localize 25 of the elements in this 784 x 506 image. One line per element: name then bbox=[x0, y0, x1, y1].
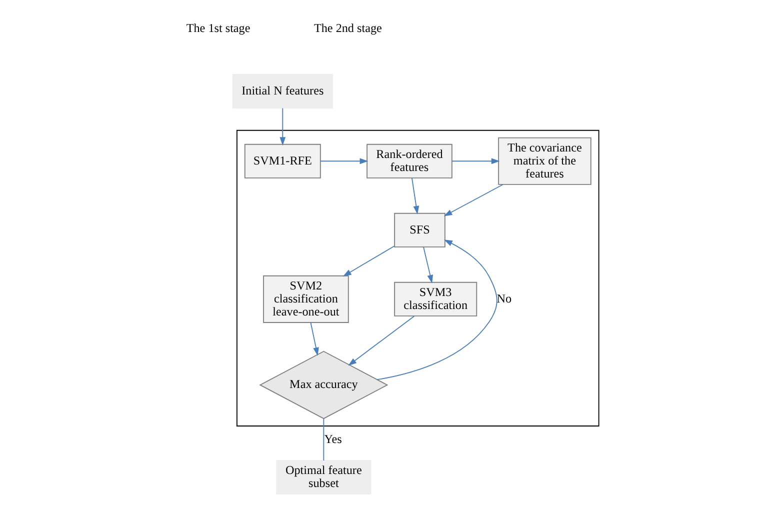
arrow bbox=[452, 158, 500, 164]
arrow bbox=[310, 322, 319, 356]
node-box: SVM2 classification leave-one-out bbox=[263, 275, 349, 323]
node-box: SVM3 classification bbox=[394, 282, 478, 316]
edge-label: Yes bbox=[324, 432, 342, 446]
label: The 2nd stage bbox=[314, 20, 382, 35]
node-box: The covariance matrix of the features bbox=[498, 137, 592, 185]
node-diamond: Max accuracy bbox=[259, 350, 388, 420]
node-box: Optimal feature subset bbox=[276, 460, 372, 495]
node-box: Initial N features bbox=[232, 74, 334, 108]
cluster bbox=[236, 130, 600, 426]
arrow bbox=[342, 246, 395, 276]
node-box: SFS bbox=[394, 212, 446, 248]
label: The 1st stage bbox=[186, 20, 250, 35]
arrow bbox=[320, 158, 368, 164]
node-box: SVM1-RFE bbox=[244, 144, 321, 178]
node-box: Rank-ordered features bbox=[366, 144, 452, 178]
arrow bbox=[444, 184, 504, 216]
connector bbox=[323, 418, 324, 461]
arrow bbox=[411, 178, 420, 214]
arrow bbox=[348, 316, 415, 366]
edge-label: No bbox=[496, 291, 512, 306]
arrow bbox=[280, 108, 286, 146]
arrow bbox=[376, 240, 498, 380]
arrow bbox=[423, 246, 434, 284]
